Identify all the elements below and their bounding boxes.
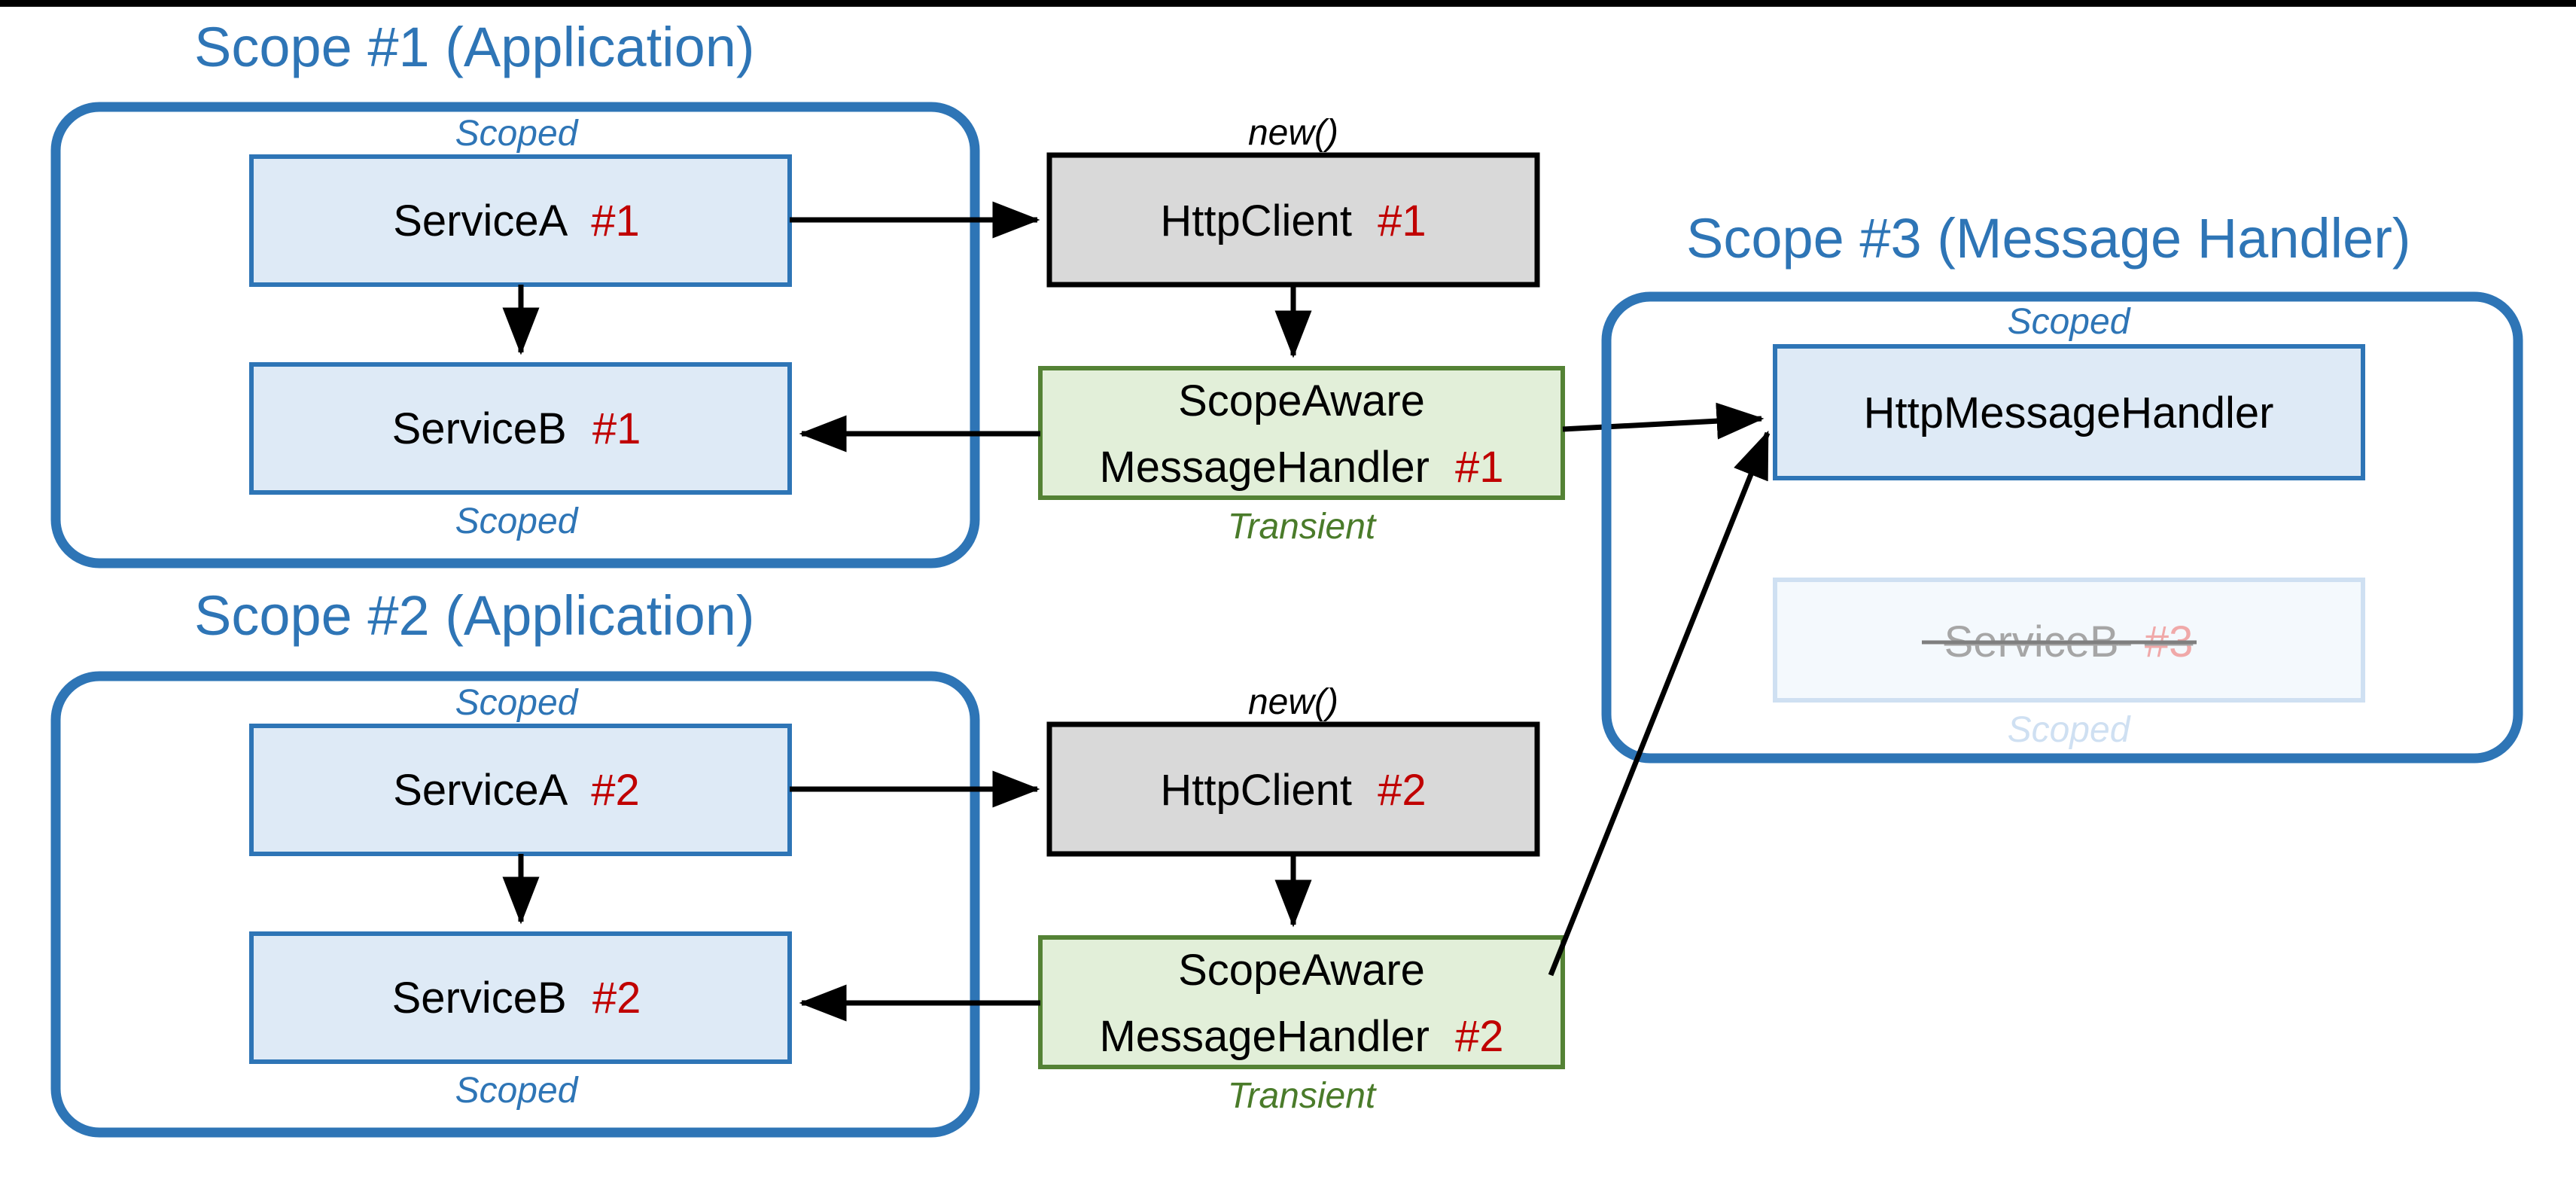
handler-2-label-line2: MessageHandler #2 [1099,1012,1503,1061]
edge-handler2-to-httpmessagehandler [1548,430,1771,977]
serviceb-2-label: ServiceB #2 [392,974,641,1023]
serviceb-1-index: #1 [592,404,641,453]
handler-2-label-line1: ScopeAware [1178,946,1425,995]
httpclient-2-label: HttpClient #2 [1160,766,1426,815]
servicea-1-label: ServiceA #1 [393,197,640,245]
handler-1-label-line2: MessageHandler #1 [1099,443,1503,492]
serviceb-3-lifetime-label: Scoped [2008,710,2131,750]
serviceb-2-box[interactable] [249,931,792,1064]
httpmessagehandler-box[interactable] [1773,344,2365,480]
serviceb-1-name: ServiceB [392,404,567,453]
handler-2-index: #2 [1455,1012,1504,1061]
scope-1-container [50,102,980,568]
scope-3-container [1601,291,2523,764]
handler-2-name: MessageHandler [1099,1012,1429,1061]
httpclient-2-box[interactable] [1046,721,1540,857]
handler-1-lifetime-label: Transient [1228,507,1377,547]
httpclient-2-index: #2 [1378,766,1427,815]
serviceb-2-lifetime-label: Scoped [455,1071,579,1111]
edge-handler1-to-httpmessagehandler [1562,402,1765,440]
handler-1-label-line1: ScopeAware [1178,376,1425,425]
handler-1-name: MessageHandler [1099,443,1429,492]
httpmessagehandler-label: HttpMessageHandler [1864,389,2274,437]
handler-1-index: #1 [1455,443,1504,492]
servicea-2-name: ServiceA [393,766,568,815]
top-black-bar [0,0,2576,7]
servicea-2-index: #2 [591,766,640,815]
serviceb-2-index: #2 [592,974,641,1023]
scope-2-container [50,671,980,1138]
httpclient-1-box[interactable] [1046,152,1540,288]
serviceb-2-name: ServiceB [392,974,567,1023]
httpclient-2-creation-label: new() [1248,682,1338,722]
scope-3-title: Scope #3 (Message Handler) [1686,207,2411,270]
servicea-1-name: ServiceA [393,197,568,245]
serviceb-1-label: ServiceB #1 [392,404,641,453]
httpclient-1-label: HttpClient #1 [1160,197,1426,245]
scope-1-title: Scope #1 (Application) [194,16,755,78]
serviceb-3-box[interactable] [1773,578,2365,703]
serviceb-1-lifetime-label: Scoped [455,501,579,541]
httpclient-1-index: #1 [1378,197,1427,245]
handler-1-box[interactable] [1038,366,1565,500]
servicea-2-lifetime-label: Scoped [455,683,579,723]
httpmessagehandler-lifetime-label: Scoped [2008,302,2131,342]
httpclient-1-name: HttpClient [1160,197,1352,245]
servicea-2-box[interactable] [249,724,792,856]
httpclient-2-name: HttpClient [1160,766,1352,815]
scope-2-title: Scope #2 (Application) [194,584,755,647]
servicea-1-lifetime-label: Scoped [455,114,579,154]
handler-2-lifetime-label: Transient [1228,1076,1377,1116]
servicea-2-label: ServiceA #2 [393,766,640,815]
servicea-1-index: #1 [591,197,640,245]
httpclient-1-creation-label: new() [1248,113,1338,153]
handler-2-box[interactable] [1038,935,1565,1069]
serviceb-1-box[interactable] [249,362,792,495]
